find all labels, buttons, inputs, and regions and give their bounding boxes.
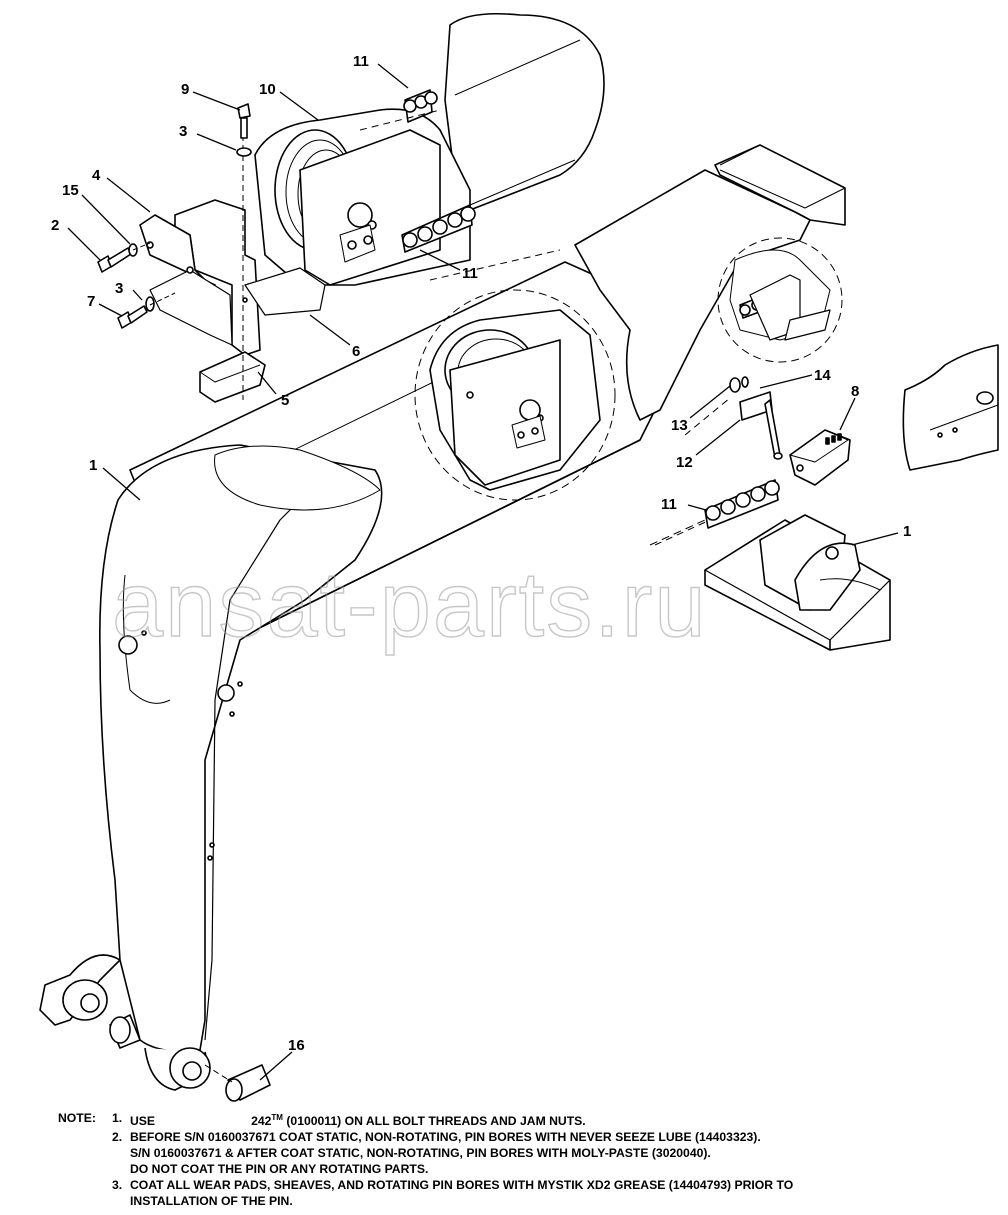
- note-text: USE 242TM (0100011) ON ALL BOLT THREADS A…: [130, 1110, 988, 1129]
- callout-16: 16: [288, 1037, 305, 1054]
- mounting-bracket-4: [139, 135, 326, 403]
- callout-5: 5: [281, 392, 289, 409]
- boom-segment-right: [902, 344, 999, 471]
- callout-7: 7: [87, 293, 95, 310]
- callout-11a: 11: [353, 53, 369, 70]
- note-text: BEFORE S/N 0160037671 COAT STATIC, NON-R…: [130, 1129, 988, 1177]
- note-text-part: (0100011) ON ALL BOLT THREADS AND JAM NU…: [282, 1114, 586, 1129]
- callout-15: 15: [62, 182, 79, 199]
- assembly-lines: [359, 109, 731, 546]
- callout-labels: 1 1 2 3 3 4 5 6 7 8 9 10 11 11 11 12 13 …: [51, 53, 911, 1054]
- note-line: INSTALLATION OF THE PIN.: [130, 1194, 293, 1209]
- detail-rear-circle: [717, 237, 843, 363]
- roller-chain-mid: [401, 204, 476, 253]
- trademark-mark: TM: [271, 1113, 283, 1122]
- callout-13: 13: [671, 417, 688, 434]
- note-item-2: 2. BEFORE S/N 0160037671 COAT STATIC, NO…: [58, 1129, 988, 1177]
- note-label: NOTE:: [58, 1111, 96, 1125]
- hardware: [97, 103, 252, 329]
- note-text-part: USE: [130, 1114, 156, 1129]
- callout-3a: 3: [115, 280, 123, 297]
- wear-block-8: [789, 429, 851, 486]
- callout-1b: 1: [903, 523, 911, 540]
- wear-pad-1: [649, 514, 891, 651]
- callout-11c: 11: [661, 496, 677, 513]
- watermark: ansat-parts.ru: [112, 554, 708, 656]
- callout-8: 8: [851, 383, 859, 400]
- pin-assembly: [729, 376, 783, 460]
- detail-sheave-circle: [414, 289, 616, 501]
- callout-12: 12: [676, 454, 693, 471]
- callout-10: 10: [259, 81, 276, 98]
- callout-11b: 11: [462, 265, 478, 282]
- note-number: 3.: [112, 1178, 123, 1193]
- callout-14: 14: [814, 367, 831, 384]
- callout-6: 6: [352, 343, 360, 360]
- roller-chain-upper: [403, 89, 438, 123]
- note-number: 2.: [112, 1130, 123, 1145]
- notes-block: NOTE: 1. USE 242TM (0100011) ON ALL BOLT …: [58, 1110, 988, 1209]
- note-number: 1.: [112, 1111, 123, 1125]
- note-text-part: 242: [251, 1114, 272, 1129]
- note-line: DO NOT COAT THE PIN OR ANY ROTATING PART…: [130, 1162, 429, 1177]
- roller-chain-lower: [704, 479, 780, 529]
- callout-9: 9: [181, 81, 189, 98]
- callout-3b: 3: [179, 123, 187, 140]
- note-line: BEFORE S/N 0160037671 COAT STATIC, NON-R…: [130, 1130, 761, 1145]
- leader-lines: [67, 63, 899, 1081]
- note-line: COAT ALL WEAR PADS, SHEAVES, AND ROTATIN…: [130, 1178, 794, 1193]
- note-item-3: 3. COAT ALL WEAR PADS, SHEAVES, AND ROTA…: [58, 1177, 988, 1209]
- callout-2: 2: [51, 217, 59, 234]
- callout-1a: 1: [89, 457, 97, 474]
- note-line: S/N 0160037671 & AFTER COAT STATIC, NON-…: [130, 1146, 711, 1161]
- note-item-1: NOTE: 1. USE 242TM (0100011) ON ALL BOLT …: [58, 1110, 988, 1129]
- boom-main: [39, 261, 701, 1102]
- callout-4: 4: [92, 167, 101, 184]
- note-text: COAT ALL WEAR PADS, SHEAVES, AND ROTATIN…: [130, 1177, 988, 1209]
